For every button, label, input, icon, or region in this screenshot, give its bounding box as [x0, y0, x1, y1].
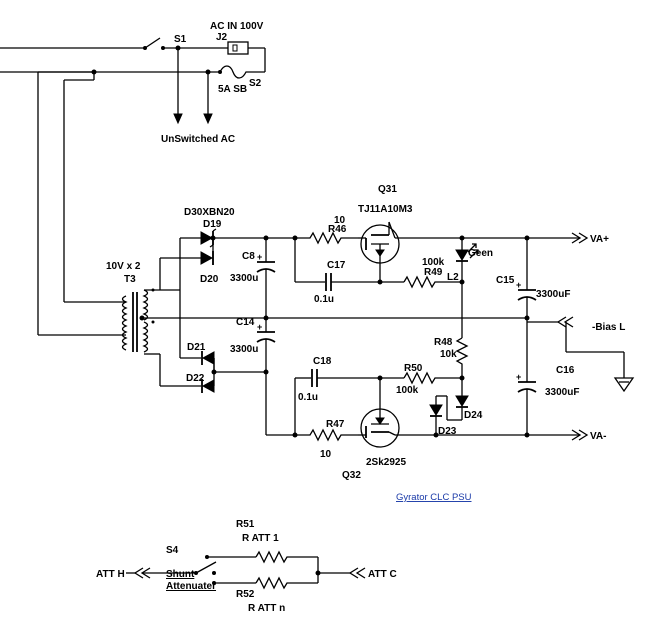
label-t3: T3 — [124, 274, 136, 285]
output-att-c: ATT C — [368, 569, 397, 580]
resistor-r48 — [455, 337, 469, 378]
label-q31-part: TJ11A10M3 — [358, 204, 413, 215]
negative-regulator: + R48 10k C18 0.1u R50 100k R47 10 D23 D… — [266, 322, 606, 481]
label-d30xbn20: D30XBN20 — [184, 207, 235, 218]
svg-text:+: + — [257, 322, 262, 332]
label-c15: C15 — [496, 275, 515, 286]
label-c18: C18 — [313, 356, 332, 367]
svg-text:+: + — [516, 372, 521, 382]
switch-s4 — [195, 561, 217, 574]
label-r48-val: 10k — [440, 349, 457, 360]
label-d20: D20 — [200, 274, 219, 285]
label-c14: C14 — [236, 317, 255, 328]
label-transformer-rating: 10V x 2 — [106, 261, 141, 272]
label-r47-val: 10 — [320, 449, 332, 460]
label-c18-val: 0.1u — [298, 392, 318, 403]
label-s2: S2 — [249, 78, 262, 89]
connector-j2 — [227, 41, 249, 55]
label-q31: Q31 — [378, 184, 397, 195]
resistor-r47 — [266, 428, 358, 442]
label-fuse-value: 5A SB — [218, 84, 247, 95]
label-c17: C17 — [327, 260, 346, 271]
output-bias: -Bias L — [592, 322, 625, 333]
input-att-h: ATT H — [96, 569, 125, 580]
label-r46-val: 10 — [334, 215, 346, 226]
label-c16: C16 — [556, 365, 575, 376]
label-c8: C8 — [242, 251, 255, 262]
label-r51-val: R ATT 1 — [242, 533, 279, 544]
label-r49: R49 — [424, 267, 443, 278]
output-va-minus: VA- — [590, 431, 606, 442]
label-j2: J2 — [216, 32, 228, 43]
label-r49-val: 100k — [422, 257, 445, 268]
diode-d19 — [200, 231, 214, 245]
label-d24: D24 — [464, 410, 483, 421]
diode-d22 — [201, 379, 215, 393]
label-c17-val: 0.1u — [314, 294, 334, 305]
label-c15-val: 3300uF — [536, 289, 570, 300]
diagram-title: Gyrator CLC PSU — [396, 492, 472, 503]
label-s1: S1 — [174, 34, 187, 45]
fuse-s2 — [219, 65, 248, 79]
label-q32: Q32 — [342, 470, 361, 481]
ground-icon — [613, 377, 635, 393]
label-attenuater: Attenuater — [166, 581, 216, 592]
diode-d21 — [201, 351, 215, 365]
label-l2: L2 — [447, 272, 459, 283]
output-va-plus: VA+ — [590, 234, 609, 245]
label-r50-val: 100k — [396, 385, 419, 396]
resistor-r51 — [255, 550, 318, 564]
diode-d20 — [200, 251, 214, 265]
label-d23: D23 — [438, 426, 457, 437]
led-l2 — [455, 249, 469, 261]
label-unswitched-ac: UnSwitched AC — [161, 134, 235, 145]
svg-text:+: + — [516, 280, 521, 290]
label-r52-val: R ATT n — [248, 603, 285, 614]
positive-regulator: + Q31 TJ11A10M3 10 R46 C17 0.1u 100k R49… — [292, 184, 609, 335]
label-r52: R52 — [236, 589, 255, 600]
label-c14-val: 3300u — [230, 344, 258, 355]
label-r46: R46 — [328, 224, 347, 235]
label-r48: R48 — [434, 337, 453, 348]
label-d19: D19 — [203, 219, 222, 230]
resistor-r46 — [295, 231, 358, 245]
diode-d23 — [429, 404, 443, 416]
label-led: Geen — [468, 248, 493, 259]
mains-section: S1 J2 AC IN 100V 5A SB S2 UnSwitched AC — [0, 21, 266, 336]
switch-s1 — [144, 37, 161, 49]
diode-d24 — [455, 395, 469, 407]
label-shunt: Shunt — [166, 569, 195, 580]
label-ac-in: AC IN 100V — [210, 21, 264, 32]
label-c8-val: 3300u — [230, 273, 258, 284]
label-r47: R47 — [326, 419, 345, 430]
resistor-r50 — [403, 371, 462, 385]
label-s4: S4 — [166, 545, 179, 556]
label-q32-part: 2Sk2925 — [366, 457, 406, 468]
bias-output: -Bias L — [526, 316, 635, 393]
label-r51: R51 — [236, 519, 255, 530]
label-d22: D22 — [186, 373, 205, 384]
transformer-t3: 10V x 2 T3 — [106, 261, 155, 353]
attenuator-section: R51 R ATT 1 R52 R ATT n S4 Shunt Attenua… — [96, 519, 397, 614]
label-r50: R50 — [404, 363, 423, 374]
resistor-r49 — [403, 275, 462, 289]
svg-text:+: + — [257, 252, 262, 262]
label-d21: D21 — [187, 342, 206, 353]
resistor-r52 — [255, 576, 318, 590]
rectifier-section: + + D30XBN20 D19 D20 D21 D22 C8 3300u C1… — [139, 207, 527, 435]
label-c16-val: 3300uF — [545, 387, 579, 398]
